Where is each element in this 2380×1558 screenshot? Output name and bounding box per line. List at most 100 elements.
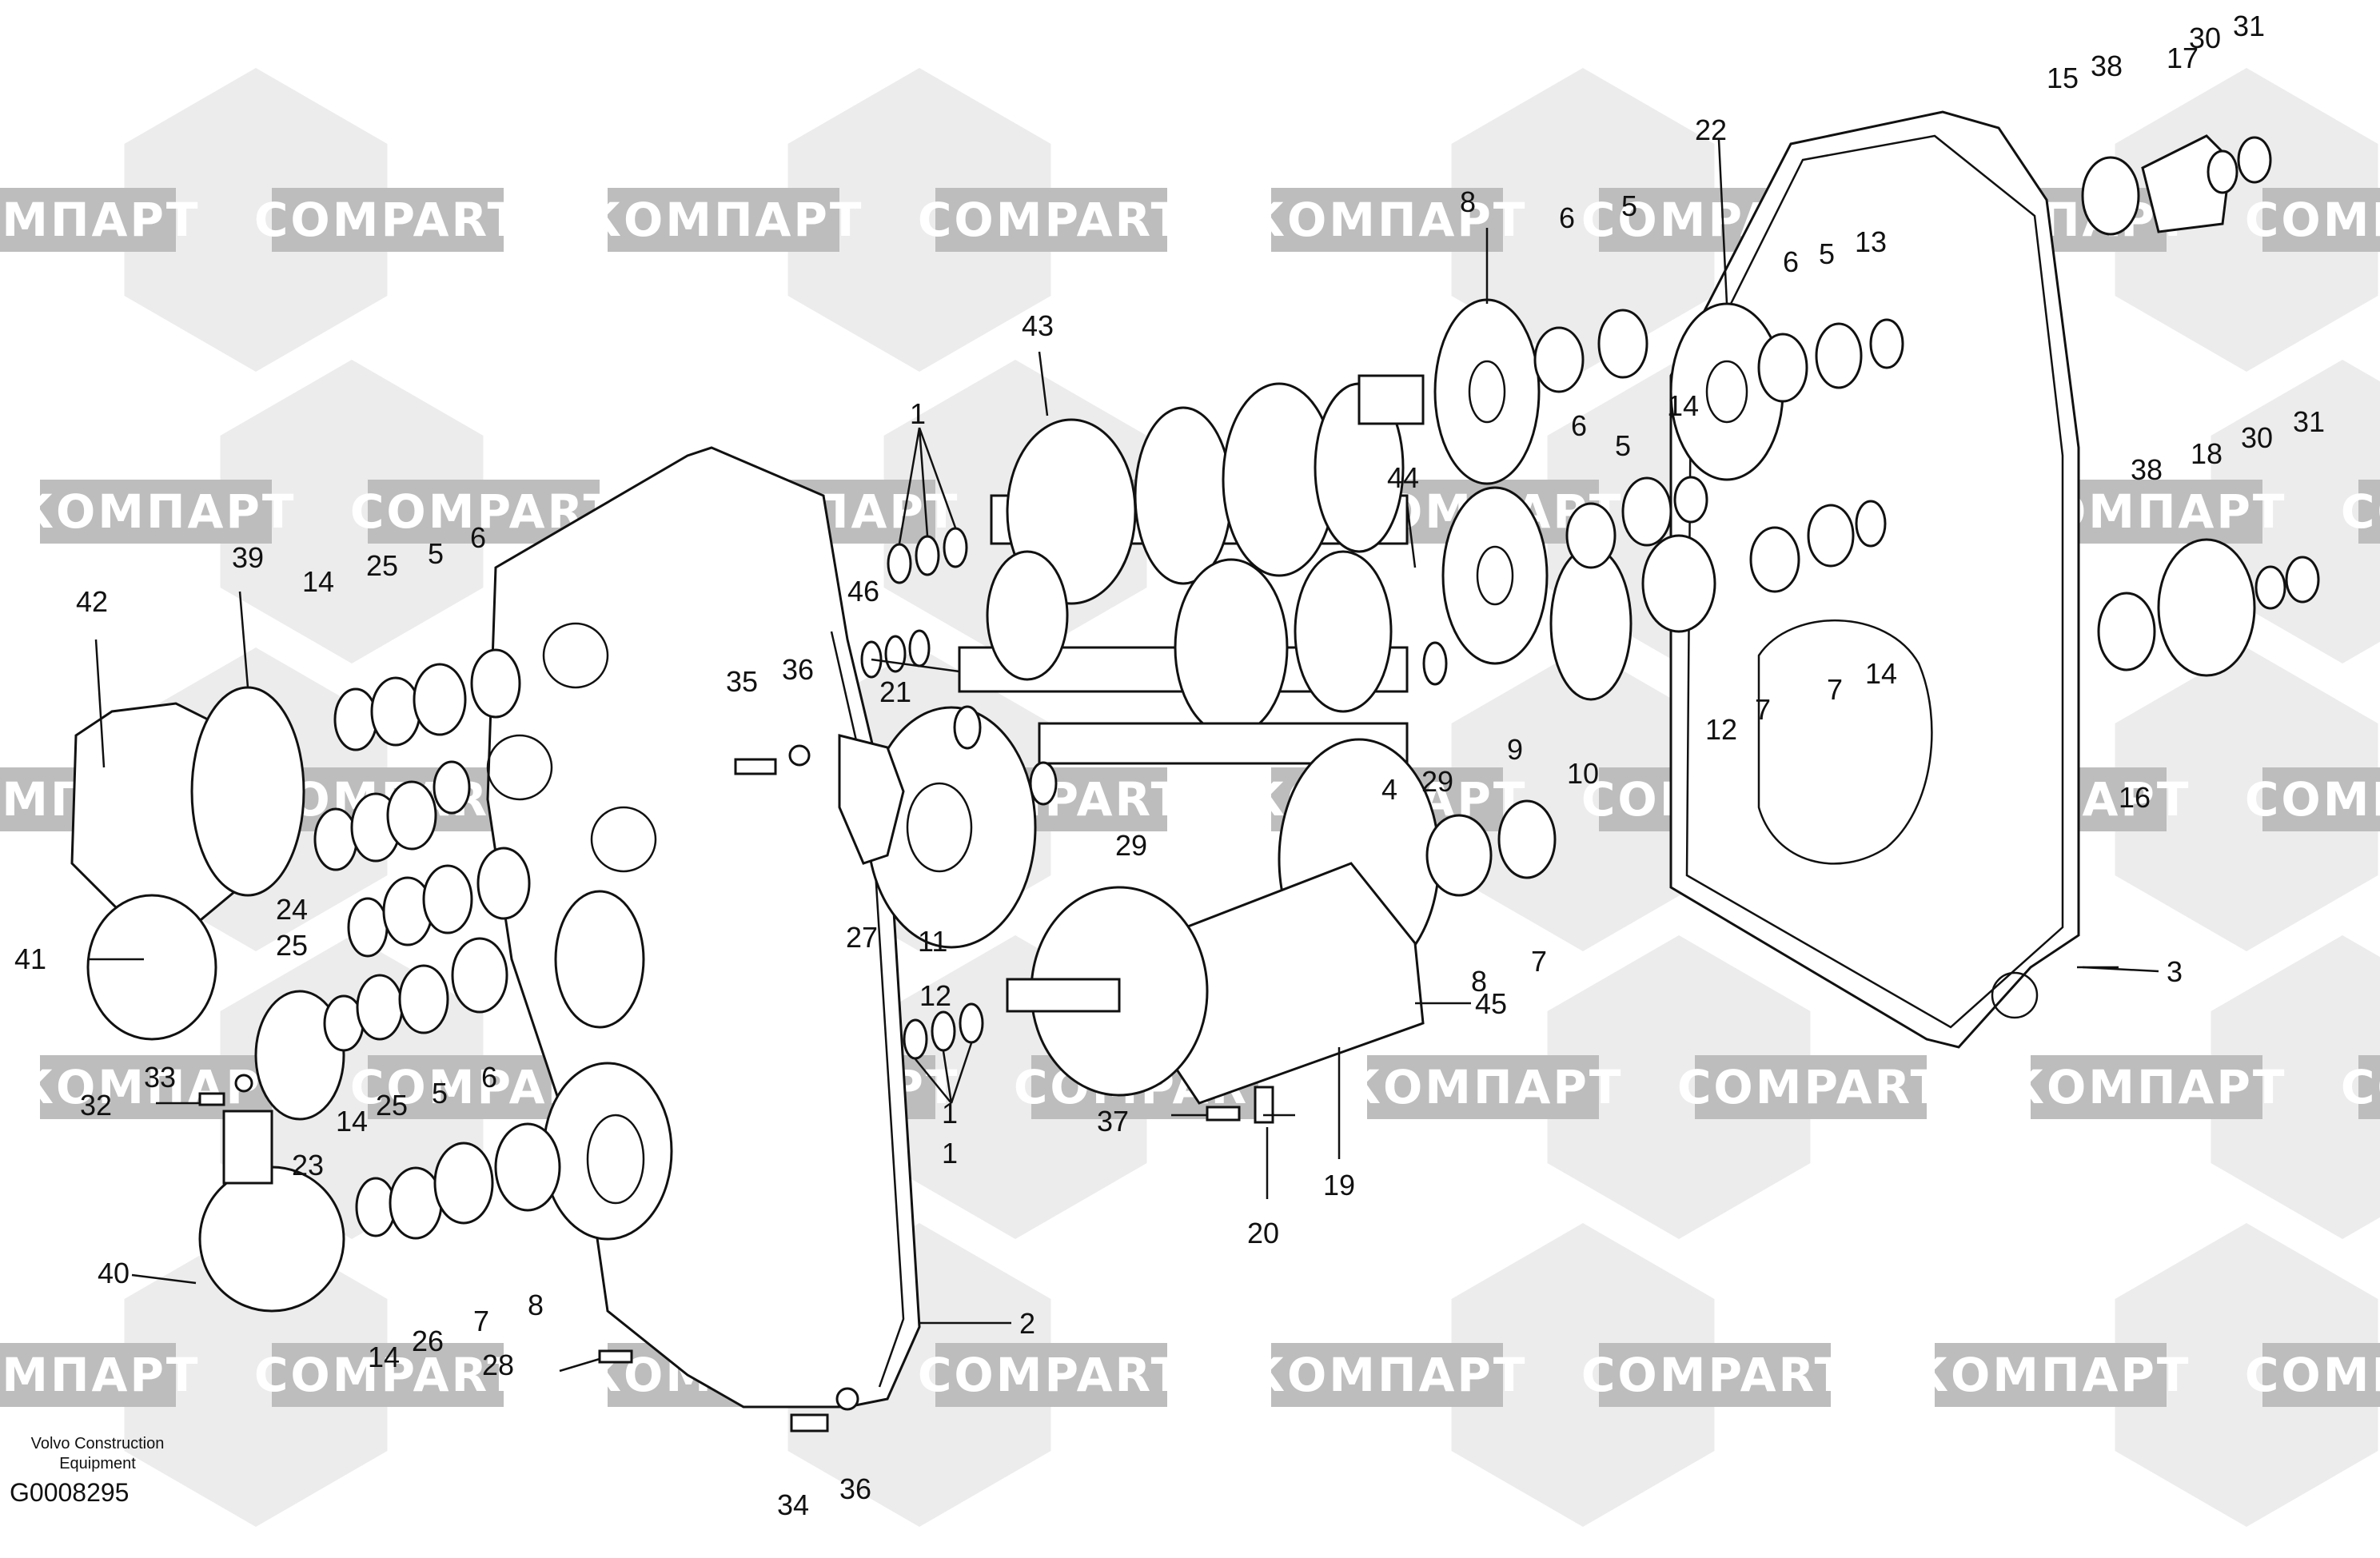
washer-30-lower [2254, 565, 2286, 610]
callout-2: 2 [1019, 1307, 1035, 1340]
ring-5-upper [1597, 309, 1648, 379]
callout-22: 22 [1695, 114, 1727, 146]
left-bearing-stack-upper [333, 648, 521, 751]
plate-27 [838, 734, 905, 865]
caption: Volvo Construction Equipment G0008295 [10, 1435, 164, 1507]
output-shaft-stub [1006, 978, 1121, 1013]
caption-line-1: Volvo Construction [31, 1435, 165, 1452]
transmission-parts [70, 110, 2320, 1432]
screw-35 [734, 758, 777, 775]
callout-12-a: 11 [918, 925, 947, 958]
callout-43: 43 [1022, 309, 1054, 342]
callout-labels: 1 1 1 2 3 4 5 5 5 5 5 6 6 6 6 6 7 7 7 8 … [14, 10, 2325, 1521]
callout-19: 19 [1323, 1169, 1355, 1201]
callout-1-upper: 1 [910, 397, 926, 430]
callout-9: 8 [1460, 185, 1476, 218]
watermark-text-en: COMPART [1581, 1348, 1848, 1402]
callout-27: 27 [846, 921, 878, 954]
callout-30-b: 30 [2241, 421, 2273, 454]
bearing-6-mid [1565, 502, 1617, 569]
callout-38-b: 38 [2131, 453, 2163, 486]
bearing-8-mid [1749, 526, 1800, 593]
seal-16 [2097, 592, 2156, 671]
watermark-text-en: COMPART [2245, 1348, 2380, 1402]
gear-10 [1441, 486, 1549, 665]
middle-shaft-gear-a [1174, 558, 1289, 737]
watermark-text-ru: КОМПАРТ [0, 193, 200, 247]
callout-14-f: 14 [368, 1341, 400, 1373]
callout-45: 45 [1475, 987, 1507, 1020]
callout-38-a: 38 [2091, 50, 2123, 82]
callout-29-b: 29 [1115, 829, 1147, 862]
watermark-text-en: COMPART [918, 193, 1185, 247]
ring-7-low [1497, 799, 1557, 879]
watermark-text-en: COMPART [2245, 193, 2380, 247]
ring-29-lower [1029, 761, 1058, 806]
callout-32: 32 [80, 1089, 112, 1122]
callout-1-bottom: 1 [942, 1137, 958, 1169]
screw-32 [198, 1092, 225, 1106]
callout-46: 46 [847, 575, 879, 608]
callout-7-a: 7 [1827, 673, 1843, 706]
callout-1-lower: 1 [942, 1097, 958, 1130]
callout-26: 26 [412, 1325, 444, 1357]
callout-35: 35 [726, 665, 758, 698]
watermark-text-en: COMPART [918, 1348, 1185, 1402]
watermark-text-ru: КОМПАРТ [1911, 1348, 2191, 1402]
callout-12-b: 12 [919, 979, 951, 1012]
flange-18 [2157, 538, 2256, 677]
housing-bore-2 [486, 734, 553, 801]
rear-housing-inner [1757, 619, 1933, 865]
callout-36-b: 36 [839, 1472, 871, 1505]
snap-rings-lower [903, 1002, 984, 1060]
callout-5-e: 5 [432, 1077, 448, 1110]
callout-8-a: 8 [1471, 965, 1487, 998]
callout-34: 34 [777, 1488, 809, 1521]
callout-14-b: 14 [1667, 389, 1699, 422]
callout-5-d: 5 [428, 537, 444, 570]
callout-8-c: 8 [528, 1289, 544, 1321]
callout-4: 4 [1381, 773, 1397, 806]
snap-rings-upper [887, 527, 968, 584]
left-bearing-stack-bottom [323, 937, 508, 1052]
watermark-tile: КОМПАРТ COMPART [1911, 1223, 2380, 1527]
rear-housing-port [1991, 971, 2039, 1019]
middle-shaft-gear-c [986, 550, 1069, 681]
callout-6-d: 6 [470, 521, 486, 554]
callout-36-a: 36 [782, 653, 814, 686]
callout-21: 21 [879, 675, 911, 708]
callout-6-b: 6 [1783, 245, 1799, 278]
nut-31-lower [2285, 556, 2320, 604]
left-bearing-stack-base [355, 1122, 561, 1240]
washer-30-upper [2207, 149, 2238, 194]
callout-30-a: 30 [2189, 22, 2221, 54]
callout-25-a: 25 [366, 549, 398, 582]
callout-15: 15 [2047, 62, 2079, 94]
callout-6-a: 6 [1559, 201, 1575, 234]
callout-3: 3 [2167, 955, 2183, 988]
housing-40 [198, 1166, 345, 1313]
sleeve-40 [222, 1110, 273, 1185]
callout-33: 33 [144, 1061, 176, 1094]
ring-7-mid [1807, 504, 1855, 568]
watermark-text-en: COMPART [2341, 484, 2380, 539]
watermark-text-en: COMPART [2341, 1060, 2380, 1114]
lock-plate-20 [1254, 1086, 1274, 1124]
callout-28: 28 [482, 1349, 514, 1381]
callout-14-d: 14 [302, 565, 334, 598]
callout-18: 18 [2191, 437, 2223, 470]
leader-lines [88, 139, 2159, 1373]
callout-23: 23 [292, 1149, 324, 1181]
callout-40: 40 [98, 1257, 130, 1289]
middle-shaft-gear-b [1294, 550, 1393, 713]
watermark-text-en: COMPART [2245, 772, 2380, 827]
callout-11: 10 [1567, 757, 1599, 790]
watermark-text-ru: КОМПАРТ [0, 1348, 200, 1402]
callout-7-c: 7 [473, 1305, 489, 1337]
housing-bore-3 [590, 806, 657, 873]
front-seal-flange [542, 1062, 673, 1241]
